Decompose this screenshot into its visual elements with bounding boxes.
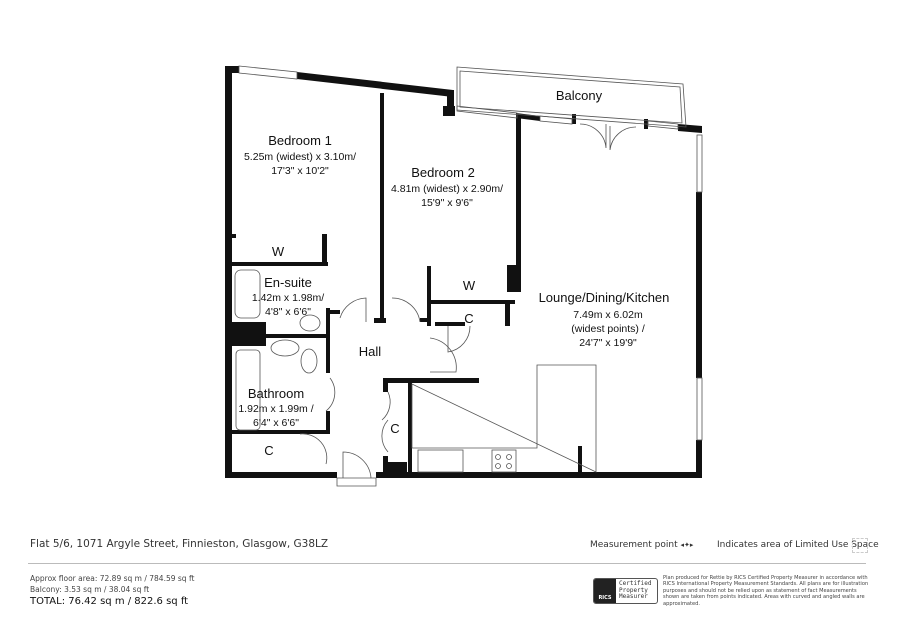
- bathroom-dims-metric: 1.92m x 1.99m /: [238, 403, 313, 415]
- room-labels: Balcony Bedroom 1 5.25m (widest) x 3.10m…: [238, 88, 669, 458]
- bedroom2-dims-metric: 4.81m (widest) x 2.90m/: [391, 183, 503, 195]
- rics-line2: Property: [619, 586, 648, 594]
- walls: [225, 66, 702, 478]
- disclaimer: Plan produced for Rettie by RICS Certifi…: [663, 575, 869, 607]
- ensuite-dims-imperial: 4'8" x 6'6": [265, 306, 311, 318]
- balcony-area: Balcony: 3.53 sq m / 38.04 sq ft: [30, 585, 150, 594]
- lounge-dims-note: (widest points) /: [571, 323, 645, 335]
- lounge-dims-metric: 7.49m x 6.02m: [573, 309, 643, 321]
- rics-badge: RICS Certified Property Measurer: [593, 578, 658, 604]
- wardrobe2-label: W: [463, 278, 476, 293]
- bedroom1-label: Bedroom 1: [268, 133, 332, 148]
- fixtures: [234, 65, 703, 487]
- lounge-label: Lounge/Dining/Kitchen: [539, 290, 670, 305]
- floor-area: Approx floor area: 72.89 sq m / 784.59 s…: [30, 574, 195, 583]
- bedroom1-dims-metric: 5.25m (widest) x 3.10m/: [244, 151, 356, 163]
- measurement-point-icon: ◂✦▸: [680, 541, 694, 549]
- hall-label: Hall: [359, 344, 382, 359]
- bedroom2-label: Bedroom 2: [411, 165, 475, 180]
- bathroom-dims-imperial: 6'4" x 6'6": [253, 417, 299, 429]
- measurement-point-label: Measurement point: [590, 540, 678, 550]
- total-area: TOTAL: 76.42 sq m / 822.6 sq ft: [30, 596, 189, 607]
- property-address: Flat 5/6, 1071 Argyle Street, Finnieston…: [30, 538, 329, 550]
- cupboard-hall-label: C: [390, 421, 399, 436]
- measurement-point-legend: Measurement point ◂✦▸: [590, 540, 693, 550]
- cupboard-bath-label: C: [264, 443, 273, 458]
- bedroom2-dims-imperial: 15'9" x 9'6": [421, 197, 473, 209]
- bathroom-label: Bathroom: [248, 386, 304, 401]
- lounge-dims-imperial: 24'7" x 19'9": [579, 337, 637, 349]
- rics-line3: Measurer: [619, 593, 648, 600]
- footer-divider: [28, 563, 866, 564]
- ensuite-dims-metric: 1.42m x 1.98m/: [252, 292, 324, 304]
- rics-logo-icon: RICS: [594, 579, 616, 603]
- balcony-label: Balcony: [556, 88, 603, 103]
- bedroom1-dims-imperial: 17'3" x 10'2": [271, 165, 329, 177]
- wardrobe1-label: W: [272, 244, 285, 259]
- limited-use-legend: Indicates area of Limited Use Space: [717, 540, 879, 550]
- ensuite-label: En-suite: [264, 275, 312, 290]
- cupboard-bed2-label: C: [464, 311, 473, 326]
- rics-line1: Certified: [619, 580, 652, 587]
- limited-use-swatch-icon: [852, 538, 868, 553]
